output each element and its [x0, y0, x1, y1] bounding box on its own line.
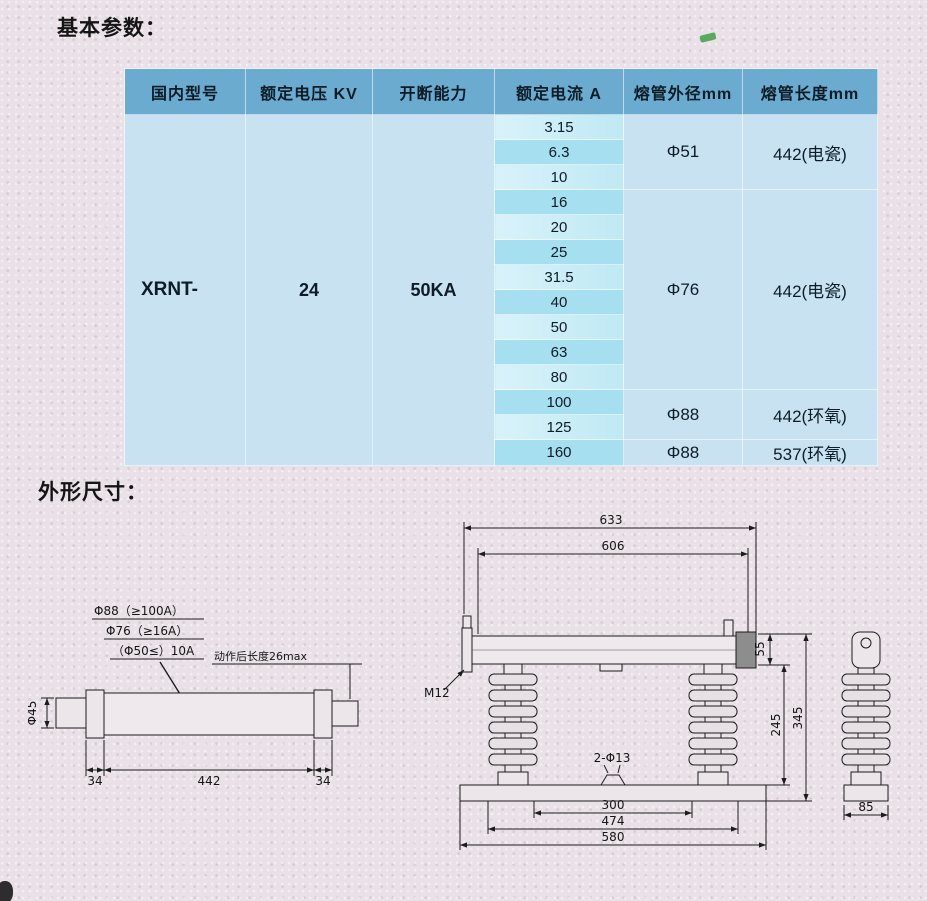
- current-cell: 10: [494, 164, 624, 190]
- dim-580: 580: [602, 830, 625, 844]
- bolt-right: [723, 619, 734, 637]
- striker-stub-left: [55, 697, 87, 729]
- breaking-cell: 50KA: [372, 114, 495, 466]
- table-row: 6.3: [125, 139, 878, 165]
- current-cell: 50: [494, 314, 624, 340]
- mounting-labels: 633 606 55 M12 245 345 2-Φ13 300 474 580…: [424, 513, 874, 844]
- fuse-tube-drawing: Φ88（≥100A） Φ76（≥16A） （Φ50≤）10A 动作后长度26ma…: [25, 598, 388, 808]
- table-row: 40: [125, 289, 878, 315]
- table-row: 20: [125, 214, 878, 240]
- current-cell: 160: [494, 439, 624, 466]
- bolt-left: [462, 615, 472, 629]
- end-cap-right: [313, 689, 333, 739]
- fuse-tube-geometry: [41, 618, 362, 776]
- table-row: 31.5: [125, 264, 878, 290]
- striker-stub-right: [331, 700, 359, 727]
- col-header-voltage: 额定电压 KV: [245, 68, 373, 115]
- length-cell: 442(环氧): [742, 389, 878, 440]
- table-row: XRNT- 24 50KA 3.15 Φ51 442(电瓷): [124, 114, 878, 466]
- length-cell: 442(电瓷): [742, 114, 878, 190]
- insulator-left-flange: [497, 771, 529, 786]
- base-slot: [600, 774, 626, 786]
- current-cell: 63: [494, 339, 624, 365]
- mounting-geometry: [443, 522, 891, 850]
- tube-center-tab: [599, 663, 623, 672]
- dim-606: 606: [602, 539, 625, 553]
- dim-633: 633: [600, 513, 623, 527]
- current-cell: 31.5: [494, 264, 624, 290]
- voltage-cell: 24: [245, 114, 373, 466]
- col-header-model: 国内型号: [124, 68, 246, 115]
- end-cap-right-front: [735, 631, 757, 669]
- col-header-diameter: 熔管外径mm: [623, 68, 743, 115]
- fuse-tube-labels: Φ88（≥100A） Φ76（≥16A） （Φ50≤）10A 动作后长度26ma…: [25, 604, 331, 788]
- scan-mark-green: [699, 32, 717, 43]
- dim-300: 300: [602, 798, 625, 812]
- model-cell: XRNT-: [124, 114, 246, 466]
- scan-mark-dark: [0, 881, 13, 901]
- table-row: 100 Φ88 442(环氧): [125, 389, 878, 440]
- dim-245: 245: [769, 714, 783, 737]
- label-dia-76: Φ76（≥16A）: [106, 624, 188, 638]
- length-cell: 442(电瓷): [742, 189, 878, 390]
- label-2-phi13: 2-Φ13: [594, 751, 631, 765]
- label-m12: M12: [424, 686, 450, 700]
- table-row: 16 Φ76 442(电瓷): [125, 189, 878, 390]
- diameter-cell: Φ88: [623, 389, 743, 440]
- current-cell: 80: [494, 364, 624, 390]
- section-title-basic-params: 基本参数：: [57, 17, 167, 40]
- diameter-cell: Φ51: [623, 114, 743, 190]
- col-header-breaking: 开断能力: [372, 68, 495, 115]
- current-cell: 3.15: [494, 114, 624, 140]
- dim-34-right: 34: [315, 774, 330, 788]
- dim-442: 442: [198, 774, 221, 788]
- label-dia-50: （Φ50≤）10A: [112, 644, 195, 658]
- table-row: 63: [125, 339, 878, 365]
- table-row: 160 Φ88 537(环氧): [125, 439, 878, 466]
- mounting-drawing: 633 606 55 M12 245 345 2-Φ13 300 474 580…: [418, 506, 913, 889]
- table-row: 25: [125, 239, 878, 265]
- side-top-clamp: [851, 631, 881, 669]
- diameter-cell: Φ88: [623, 439, 743, 466]
- table-header-row: 国内型号 额定电压 KV 开断能力 额定电流 A 熔管外径mm 熔管长度mm: [124, 68, 878, 115]
- current-cell: 20: [494, 214, 624, 240]
- fuse-tube-svg: Φ88（≥100A） Φ76（≥16A） （Φ50≤）10A 动作后长度26ma…: [25, 604, 362, 788]
- dim-34-left: 34: [87, 774, 102, 788]
- dim-345: 345: [791, 707, 805, 730]
- col-header-length: 熔管长度mm: [742, 68, 878, 115]
- end-cap-left: [85, 689, 105, 739]
- dim-phi45: Φ45: [28, 701, 39, 726]
- diameter-cell: Φ76: [623, 189, 743, 390]
- current-cell: 25: [494, 239, 624, 265]
- table-row: 125: [125, 414, 878, 440]
- label-striker-length: 动作后长度26max: [214, 649, 307, 663]
- base-plate: [459, 784, 767, 802]
- dim-55: 55: [753, 641, 767, 656]
- mounting-svg: 633 606 55 M12 245 345 2-Φ13 300 474 580…: [424, 513, 891, 850]
- parameters-table: 国内型号 额定电压 KV 开断能力 额定电流 A 熔管外径mm 熔管长度mm X…: [124, 68, 878, 466]
- current-cell: 100: [494, 389, 624, 415]
- fuse-body: [103, 692, 315, 736]
- side-base: [843, 784, 889, 802]
- insulator-right-flange: [697, 771, 729, 786]
- col-header-current: 额定电流 A: [494, 68, 624, 115]
- table-row: 50: [125, 314, 878, 340]
- current-cell: 6.3: [494, 139, 624, 165]
- dim-474: 474: [602, 814, 625, 828]
- current-cell: 125: [494, 414, 624, 440]
- label-dia-88: Φ88（≥100A）: [94, 604, 184, 618]
- current-cell: 40: [494, 289, 624, 315]
- dim-85: 85: [858, 800, 873, 814]
- current-cell: 16: [494, 189, 624, 215]
- length-cell: 537(环氧): [742, 439, 878, 466]
- clamp-left: [461, 627, 473, 673]
- section-title-outline-dims: 外形尺寸：: [38, 481, 148, 504]
